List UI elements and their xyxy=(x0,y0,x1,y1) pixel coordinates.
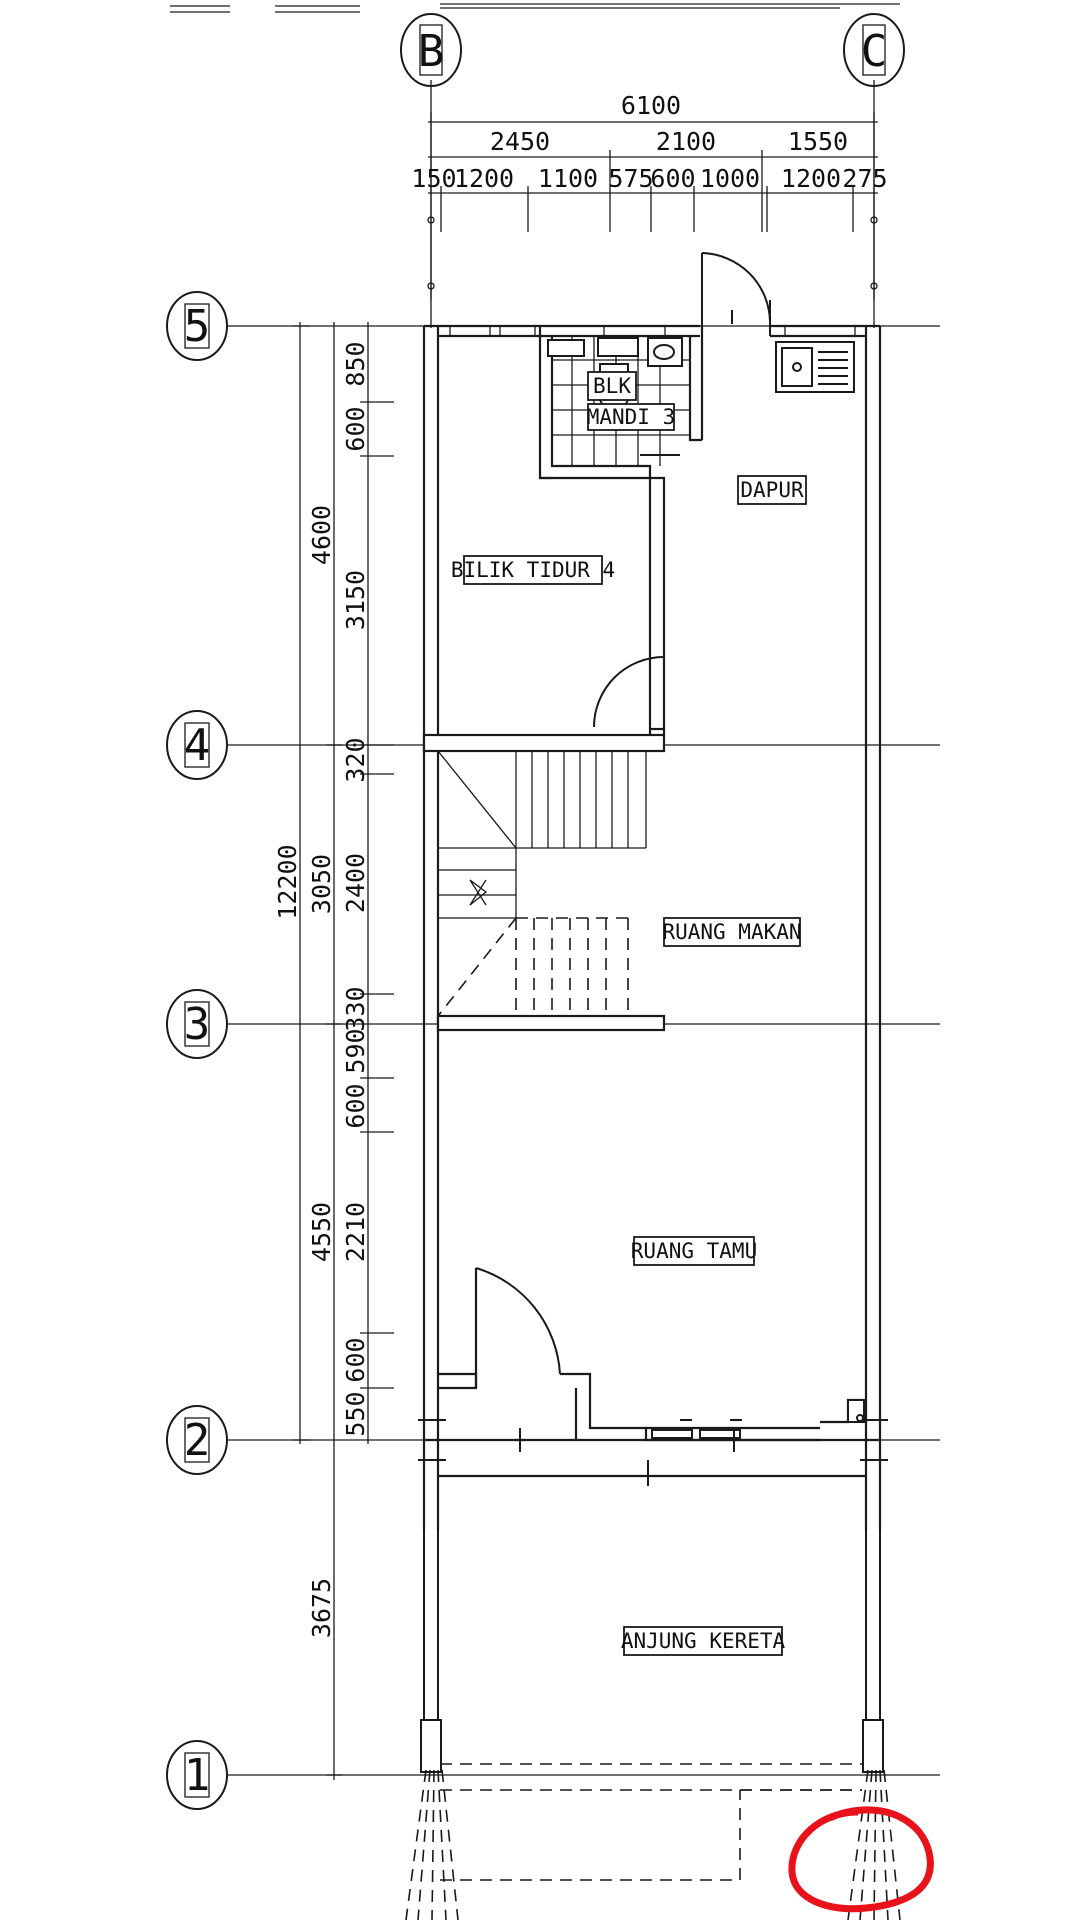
dim-top-detail-4: 575 xyxy=(608,164,653,193)
dim-left-group-1: 4600 xyxy=(307,505,336,565)
porch-gate-dashed xyxy=(440,1763,862,1881)
porch-columns xyxy=(418,1419,888,1773)
dim-top-detail-8: 275 xyxy=(842,164,887,193)
dim-top-segment-1: 2450 xyxy=(490,127,550,156)
dim-top-detail-7: 1200 xyxy=(781,164,841,193)
living-label-text: RUANG TAMU xyxy=(631,1239,757,1263)
dining-label: RUANG MAKAN xyxy=(662,917,802,947)
bedroom-door xyxy=(593,656,665,728)
dim-left-group-4: 3675 xyxy=(307,1578,336,1638)
pile-footing-lines-left xyxy=(405,1769,459,1920)
grid-label-2: 2 xyxy=(184,1415,211,1466)
dim-left-detail-10: 600 xyxy=(341,1337,370,1382)
dim-left-detail-8: 600 xyxy=(341,1083,370,1128)
porch-label: ANJUNG KERETA xyxy=(621,1626,786,1656)
dim-left-detail-1: 850 xyxy=(341,341,370,386)
front-wall-and-door xyxy=(424,1267,880,1442)
dim-top-segment-3: 1550 xyxy=(788,127,848,156)
dim-left-group-2: 3050 xyxy=(307,854,336,914)
kitchen-label-text: DAPUR xyxy=(740,478,804,502)
grid-bubble-4: 4 xyxy=(166,710,228,780)
red-annotation-circle xyxy=(788,1806,934,1913)
grid-label-1: 1 xyxy=(184,1750,211,1801)
dim-left-detail-4: 320 xyxy=(341,737,370,782)
dim-left-detail-2: 600 xyxy=(341,406,370,451)
kitchen-sink xyxy=(775,341,855,393)
staircase-lower-dashed xyxy=(437,917,629,1017)
grid-bubble-5: 5 xyxy=(166,291,228,361)
dim-left-detail-3: 3150 xyxy=(341,570,370,630)
grid-label-4: 4 xyxy=(184,720,211,771)
grid-label-C: C xyxy=(861,26,888,77)
dim-left-overall: 12200 xyxy=(273,844,302,919)
bathroom-walls xyxy=(538,326,704,735)
dim-top-detail-2: 1200 xyxy=(454,164,514,193)
kitchen-door xyxy=(701,252,771,336)
top-scan-artifacts xyxy=(170,3,900,13)
bathroom-label-line2: MANDI 3 xyxy=(587,405,676,429)
dim-left-detail-5: 2400 xyxy=(341,853,370,913)
bedroom-label-text: BILIK TIDUR 4 xyxy=(451,558,615,582)
grid-bubble-2: 2 xyxy=(166,1405,228,1475)
grid-bubble-1: 1 xyxy=(166,1740,228,1810)
dim-top-segment-2: 2100 xyxy=(656,127,716,156)
dim-top-detail-5: 600 xyxy=(650,164,695,193)
bathroom-label-line1: BLK xyxy=(593,374,631,398)
grid-label-B: B xyxy=(418,26,445,77)
top-dimension-lines xyxy=(427,112,878,300)
dim-top-detail-3: 1100 xyxy=(538,164,598,193)
stair-landing-walls xyxy=(422,727,666,1032)
top-window-marks xyxy=(449,326,856,336)
kitchen-label: DAPUR xyxy=(737,475,807,505)
left-dimension-lines xyxy=(292,322,394,1780)
porch-label-text: ANJUNG KERETA xyxy=(621,1629,786,1653)
pile-footing-lines-right xyxy=(847,1769,901,1920)
dim-left-detail-9: 2210 xyxy=(341,1202,370,1262)
dim-top-detail-6: 1000 xyxy=(700,164,760,193)
bedroom-label: BILIK TIDUR 4 xyxy=(451,555,615,585)
grid-bubble-C: C xyxy=(843,13,905,87)
grid-lines xyxy=(228,80,940,1776)
exterior-walls xyxy=(422,324,882,1530)
staircase-upper xyxy=(437,750,647,919)
sliding-door-marks xyxy=(519,1399,865,1486)
dim-top-detail-1: 150 xyxy=(411,164,456,193)
dim-top-overall: 6100 xyxy=(621,91,681,120)
grid-bubble-3: 3 xyxy=(166,989,228,1059)
dim-left-detail-7: 590 xyxy=(341,1028,370,1073)
grid-label-5: 5 xyxy=(184,301,211,352)
dim-left-group-3: 4550 xyxy=(307,1202,336,1262)
grid-bubble-B: B xyxy=(400,13,462,87)
dim-left-detail-6: 330 xyxy=(341,986,370,1031)
dim-left-detail-11: 550 xyxy=(341,1391,370,1436)
dining-label-text: RUANG MAKAN xyxy=(662,920,801,944)
living-label: RUANG TAMU xyxy=(631,1236,757,1266)
bathroom-label: BLK MANDI 3 xyxy=(587,371,676,431)
grid-label-3: 3 xyxy=(184,999,211,1050)
